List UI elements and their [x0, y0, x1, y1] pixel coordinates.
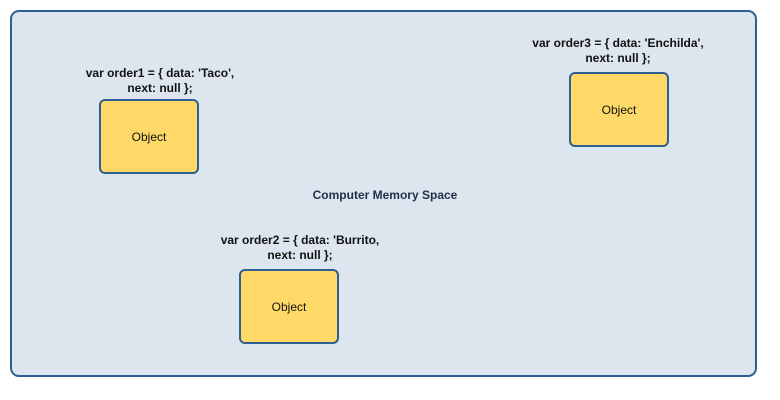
memory-space-label: Computer Memory Space	[312, 188, 458, 202]
order2-code-line2: next: null };	[267, 248, 333, 262]
computer-memory-space	[10, 10, 757, 377]
order1-object: Object	[99, 99, 199, 174]
order3-object: Object	[569, 72, 669, 147]
order3-code-line2: next: null };	[585, 51, 651, 65]
order3-code-line1: var order3 = { data: 'Enchilda',	[532, 36, 704, 50]
order2-object-label: Object	[271, 299, 307, 314]
order2-code-line1: var order2 = { data: 'Burrito,	[220, 233, 380, 247]
order3-object-label: Object	[601, 102, 637, 117]
order2-object: Object	[239, 269, 339, 344]
order3-declaration: var order3 = { data: 'Enchilda', next: n…	[508, 36, 728, 66]
order2-declaration: var order2 = { data: 'Burrito, next: nul…	[190, 233, 410, 263]
order1-object-label: Object	[131, 129, 167, 144]
order1-code-line2: next: null };	[127, 81, 193, 95]
order1-declaration: var order1 = { data: 'Taco', next: null …	[50, 66, 270, 96]
order1-code-line1: var order1 = { data: 'Taco',	[85, 66, 235, 80]
